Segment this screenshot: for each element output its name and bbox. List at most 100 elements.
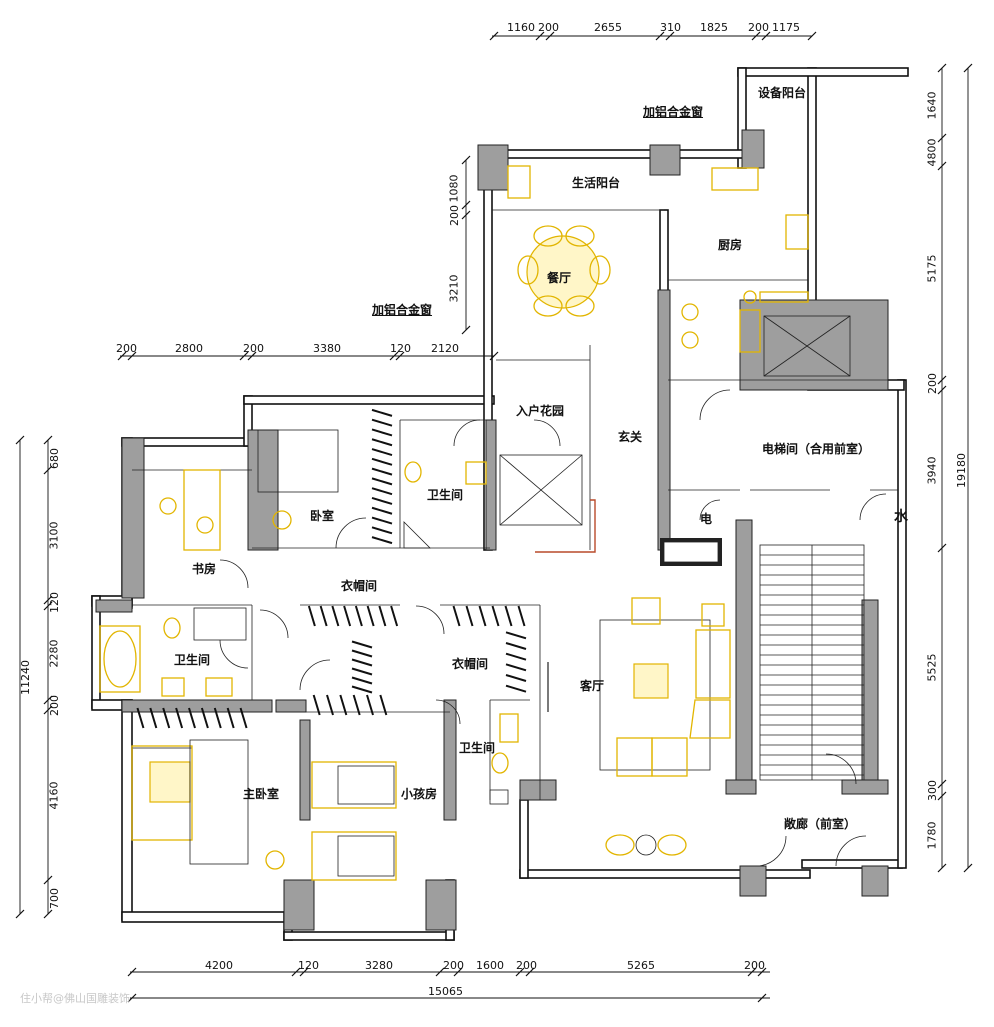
dim-left-5: 200 <box>48 695 61 716</box>
room-label-entry-garden: 入户花园 <box>516 404 565 418</box>
hanger <box>312 694 321 716</box>
room-label-bathroom-center: 卫生间 <box>427 488 464 502</box>
dim-tick <box>127 351 137 361</box>
hanger <box>371 448 393 456</box>
hanger <box>326 694 334 716</box>
dim-tick <box>535 31 545 41</box>
elevator-shafts <box>499 315 851 553</box>
hanger <box>371 477 393 486</box>
dim-tick <box>655 31 665 41</box>
dim-tick <box>461 325 471 335</box>
furniture <box>99 165 809 881</box>
dim-tick <box>247 351 257 361</box>
hanger <box>200 707 209 729</box>
dim-total-left: 11240 <box>19 660 32 695</box>
dim-tick <box>937 133 947 143</box>
wall-columns <box>95 129 889 931</box>
hanger <box>371 487 393 496</box>
dim-bottom-8: 200 <box>744 959 765 972</box>
dim-mid-1: 200 <box>116 342 137 355</box>
room-label-living-balcony: 生活阳台 <box>572 176 621 190</box>
room-label-bedroom: 卧室 <box>310 509 335 523</box>
hanger <box>371 516 393 525</box>
hanger <box>371 428 393 437</box>
dim-tick <box>489 351 499 361</box>
staircase <box>759 544 865 781</box>
hanger <box>136 707 145 729</box>
dim-top-5: 1825 <box>700 21 728 34</box>
dim-left-3: 120 <box>48 592 61 613</box>
dim-tick <box>937 161 947 171</box>
dim-tick <box>389 351 399 361</box>
room-label-bathroom-left: 卫生间 <box>174 653 211 667</box>
dim-tick <box>239 351 249 361</box>
doors <box>219 389 887 867</box>
dimension-ticks <box>15 31 973 1003</box>
hanger <box>149 707 158 729</box>
dim-tick <box>937 779 947 789</box>
dim-right-4: 200 <box>926 373 939 394</box>
dim-tick <box>963 863 973 873</box>
hanger <box>517 605 526 627</box>
hanger <box>162 707 171 729</box>
hanger <box>319 605 328 627</box>
room-label-foyer: 玄关 <box>618 430 643 444</box>
room-label-equipment-balcony: 设备阳台 <box>758 86 807 100</box>
hanger <box>226 707 235 729</box>
dim-bottom-4: 200 <box>443 959 464 972</box>
dim-tick <box>757 967 767 977</box>
label-electric: 电 <box>700 512 713 526</box>
hanger <box>371 418 393 427</box>
dim-tick <box>461 155 471 165</box>
annotation-aluminum-window-top: 加铝合金窗 <box>643 105 704 119</box>
dim-top-4: 310 <box>660 21 681 34</box>
dim-bottom-2: 120 <box>298 959 319 972</box>
dim-kitchen-left-1: 1080 <box>447 174 461 203</box>
dim-mid-2: 2800 <box>175 342 203 355</box>
dim-tick <box>43 595 53 605</box>
dim-tick <box>43 875 53 885</box>
dim-tick <box>453 967 463 977</box>
dim-left-7: 700 <box>48 888 61 909</box>
dim-tick <box>127 967 137 977</box>
hanger <box>331 605 340 627</box>
hanger <box>366 605 375 627</box>
dim-top-1: 1160 <box>507 21 535 34</box>
hanger <box>478 605 487 627</box>
dim-tick <box>461 210 471 220</box>
dim-top-2: 200 <box>538 21 559 34</box>
dim-top-7: 1175 <box>772 21 800 34</box>
hanger <box>379 694 388 716</box>
room-label-dining: 餐厅 <box>547 271 572 285</box>
dim-tick <box>757 993 767 1003</box>
dim-mid-6: 2120 <box>431 342 459 355</box>
hanger <box>505 674 527 682</box>
dim-mid-4: 3380 <box>313 342 341 355</box>
dim-tick <box>937 791 947 801</box>
dim-tick <box>291 967 301 977</box>
hanger <box>371 526 393 535</box>
dim-right-5: 3940 <box>925 456 939 485</box>
dim-left-4: 2280 <box>47 639 61 668</box>
hanger <box>371 497 393 505</box>
dim-tick <box>937 375 947 385</box>
room-label-bathroom-right: 卫生间 <box>459 741 496 755</box>
dim-tick <box>747 967 757 977</box>
dim-tick <box>43 705 53 715</box>
hanger <box>351 640 373 649</box>
dim-right-1: 1640 <box>925 91 939 120</box>
hanger <box>505 663 527 672</box>
room-label-wardrobe-main: 衣帽间 <box>341 579 378 593</box>
hanger <box>307 605 316 627</box>
dim-kitchen-left-2: 200 <box>448 205 461 226</box>
hanger <box>504 605 513 627</box>
room-label-living-room: 客厅 <box>580 679 605 693</box>
hanger <box>452 605 461 627</box>
hanger <box>351 667 373 676</box>
hanger <box>351 676 373 685</box>
dim-tick <box>43 601 53 611</box>
wardrobe-rails <box>136 408 527 729</box>
dim-tick <box>127 993 137 1003</box>
dim-tick <box>525 967 535 977</box>
